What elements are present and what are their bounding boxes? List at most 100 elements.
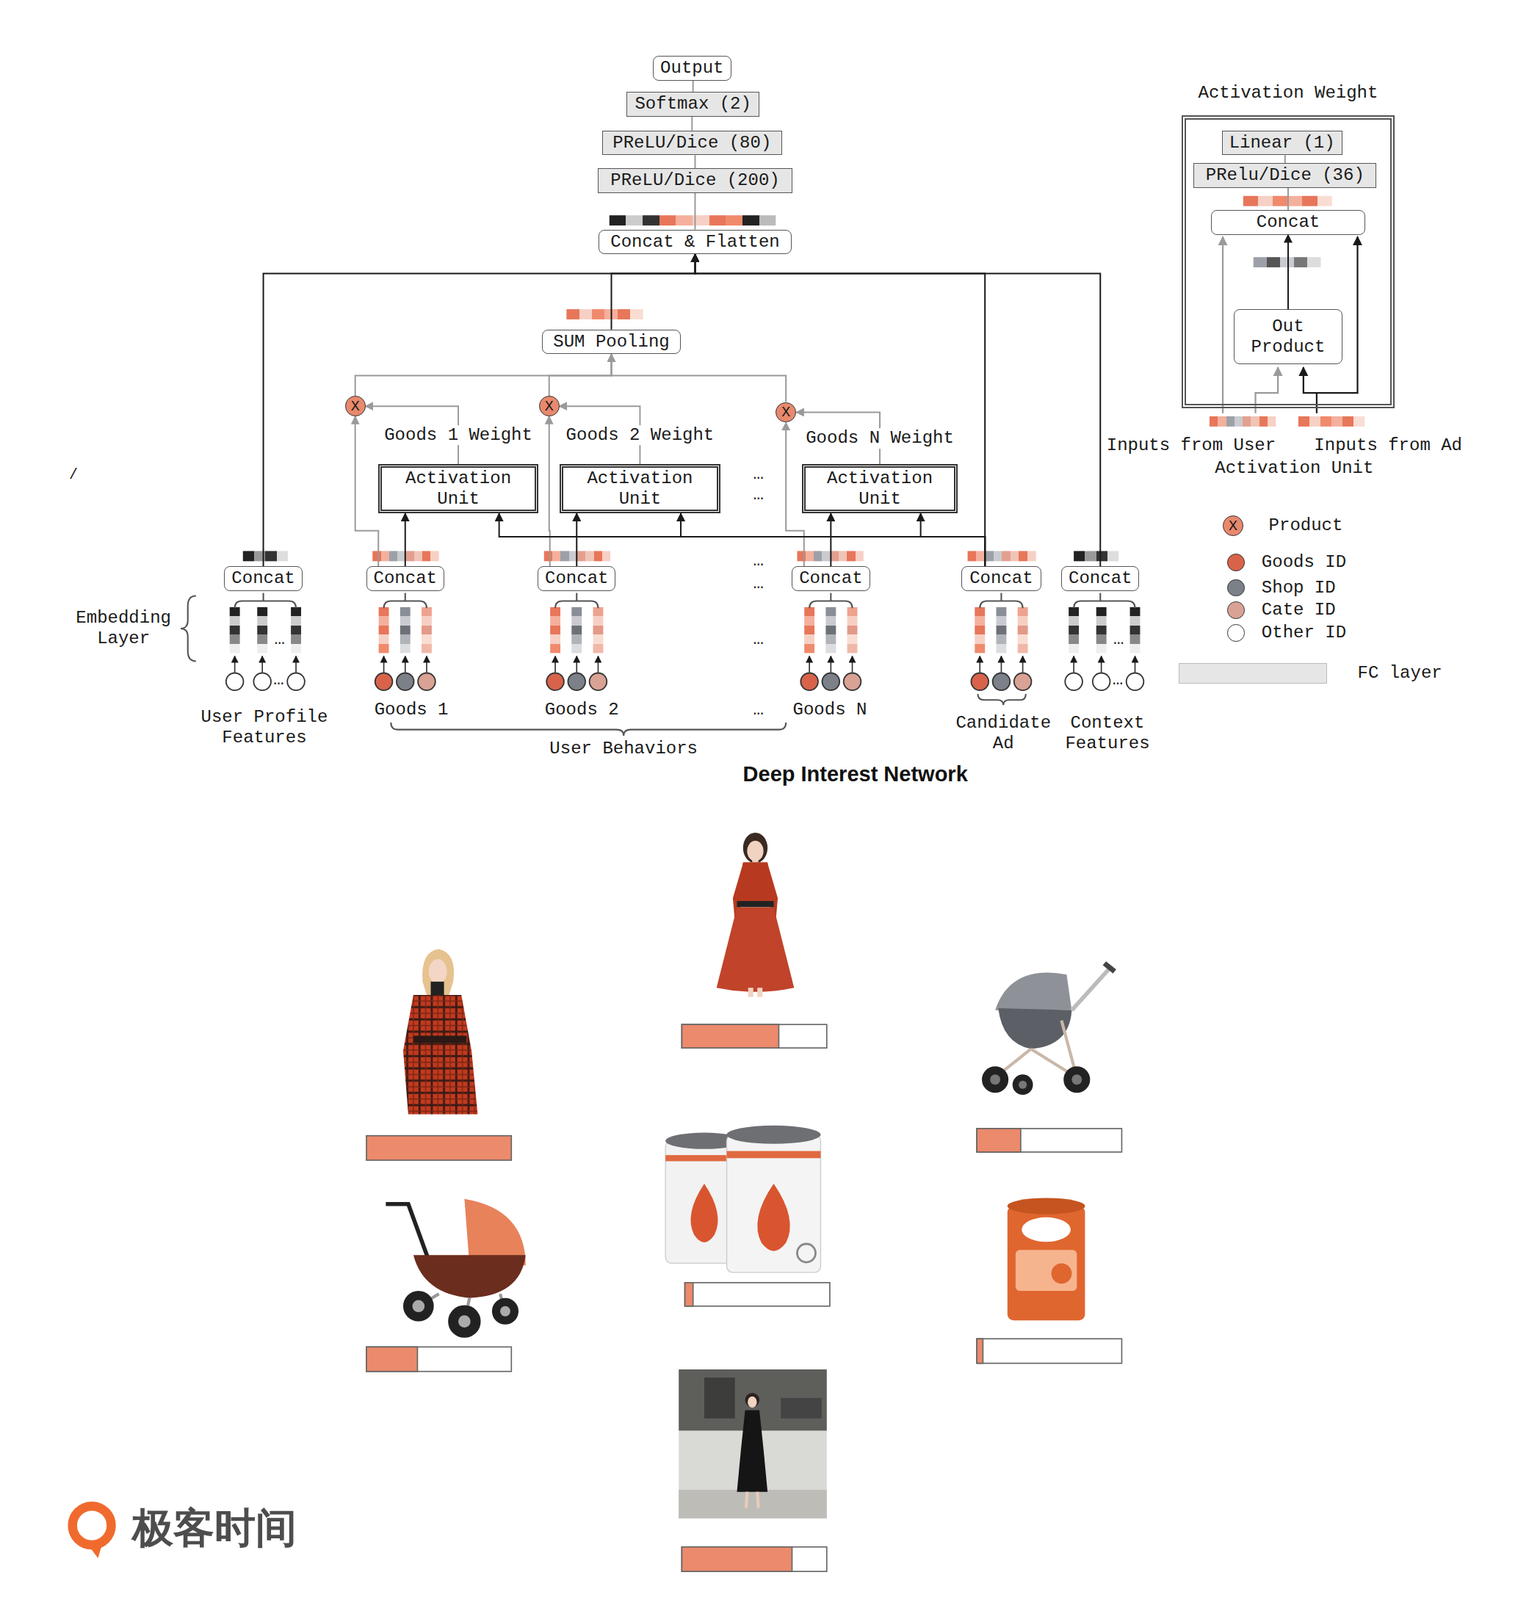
orange-stroller-photo <box>458 1315 471 1328</box>
embedding-vector <box>1068 607 1079 654</box>
connector <box>691 116 693 131</box>
orange-can-photo <box>1021 1217 1071 1242</box>
embedding-vector <box>378 607 390 654</box>
bracket <box>390 722 786 736</box>
id-circle <box>226 672 1144 691</box>
orange-can-photo <box>1007 1197 1086 1214</box>
group-label: Candidate Ad <box>947 713 1060 755</box>
node-text: PReLU/Dice (200) <box>610 170 780 191</box>
orange-stroller-photo <box>385 1204 429 1261</box>
product-circle: X <box>345 395 366 417</box>
embedding-arrow <box>554 656 556 673</box>
embedding-vector <box>1130 607 1141 654</box>
legend-swatch <box>1227 553 1245 572</box>
id-circle <box>287 672 305 691</box>
embedding-strip <box>1073 550 1119 562</box>
orange-stroller-photo <box>403 1291 435 1322</box>
embedding-vector <box>229 607 1141 654</box>
input-wire <box>1222 236 1358 413</box>
product-circle: X <box>775 402 797 424</box>
embedding-arrow <box>1022 656 1024 673</box>
plaid-coat-photo <box>431 981 445 996</box>
ellipsis-mark: … <box>752 484 764 506</box>
connector <box>692 80 694 92</box>
legend-label: Product <box>1269 515 1344 537</box>
activation-unit-box: Activation Unit <box>559 464 720 514</box>
layer-label: Embedding Layer <box>67 608 180 650</box>
embedding-arrow <box>830 656 833 673</box>
black-dress-photo <box>678 1369 827 1519</box>
diagram-caption: Deep Interest Network <box>743 761 968 786</box>
orange-stroller-photo <box>492 1298 519 1325</box>
node-text: Concat <box>1256 212 1320 233</box>
edge-label: Goods N Weight <box>803 428 957 449</box>
embedding-vector <box>550 607 561 654</box>
id-circle <box>843 672 862 691</box>
embedding-arrow <box>235 656 1136 673</box>
orange-can-photo <box>1007 1197 1086 1321</box>
embedding-vector <box>290 607 302 654</box>
connector <box>829 513 832 567</box>
connector <box>549 353 612 396</box>
embedding-vector <box>825 607 836 654</box>
gray-stroller-photo <box>1071 1074 1082 1085</box>
node-text: Activation Unit <box>805 468 955 509</box>
plaid-coat-photo <box>403 995 478 1115</box>
black-dress-photo <box>678 1490 827 1519</box>
concat-box: SUM Pooling <box>541 329 681 355</box>
legend-swatch <box>1227 579 1245 598</box>
milk-can-photo <box>690 1183 718 1243</box>
connector <box>263 254 696 567</box>
group-label: User Profile Features <box>193 707 337 748</box>
node-text: Softmax (2) <box>634 94 751 115</box>
milk-can-photo <box>757 1183 790 1252</box>
node-text: Concat <box>544 568 609 589</box>
id-circle <box>822 672 841 691</box>
connector <box>404 513 407 567</box>
red-dress-photo <box>748 987 754 998</box>
attention-bar <box>976 1128 1021 1153</box>
ellipsis-mark: … <box>752 630 764 651</box>
watermark-logo <box>72 1506 112 1559</box>
gray-stroller-photo <box>1012 1074 1034 1095</box>
gray-stroller-photo <box>1063 1066 1090 1093</box>
ellipsis-mark: … <box>273 669 284 691</box>
concat-box: Out Product <box>1233 309 1344 365</box>
connector <box>694 254 1101 567</box>
gray-stroller-photo <box>995 973 1072 1011</box>
connector <box>548 416 551 567</box>
embedding-vector <box>400 607 411 654</box>
id-circle <box>226 672 244 691</box>
id-circle <box>1064 672 1083 691</box>
connector <box>355 416 379 567</box>
goods-label: Goods 1 <box>374 700 449 722</box>
ellipsis-mark: … <box>274 630 285 651</box>
embedding-arrow <box>1072 656 1075 673</box>
gray-stroller-photo <box>989 1074 1001 1085</box>
gray-stroller-photo <box>981 963 1115 1095</box>
gray-stroller-photo <box>1018 1081 1027 1090</box>
bracket <box>235 592 296 609</box>
id-circle <box>1126 672 1145 691</box>
embedding-arrow <box>1000 656 1003 673</box>
node-text: Concat <box>799 568 863 589</box>
milk-can-photo <box>727 1134 822 1273</box>
ellipsis-mark: … <box>1113 630 1124 651</box>
attention-bar <box>685 1282 694 1307</box>
black-dress-photo <box>745 1393 760 1408</box>
bracket <box>1073 592 1135 609</box>
milk-can-photo <box>665 1125 821 1273</box>
orange-stroller-photo <box>447 1305 481 1338</box>
embedding-arrow <box>1134 656 1137 673</box>
bracket <box>809 592 852 609</box>
connector <box>611 254 696 330</box>
milk-can-photo <box>727 1151 822 1159</box>
id-circle <box>567 672 586 691</box>
node-text: Output <box>660 58 724 79</box>
plaid-coat-photo <box>428 959 448 984</box>
embedding-arrow <box>261 656 263 673</box>
node-text: Concat <box>969 568 1033 589</box>
embedding-vector <box>229 607 241 654</box>
orange-stroller-photo <box>385 1199 526 1339</box>
